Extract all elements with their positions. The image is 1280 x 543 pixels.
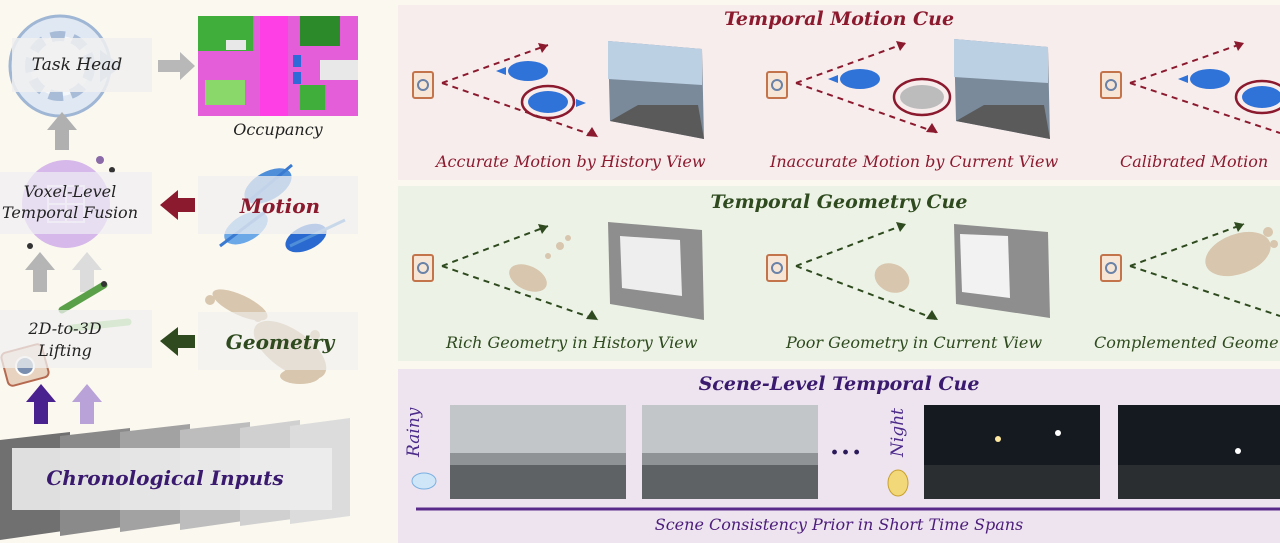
geometry-panel-title: Temporal Geometry Cue xyxy=(710,191,968,213)
scene-panel-title: Scene-Level Temporal Cue xyxy=(698,373,980,395)
geometry-label: Geometry xyxy=(225,330,335,354)
geometry-graphics xyxy=(441,222,1280,321)
camera-icon xyxy=(766,254,788,282)
night-photos xyxy=(924,405,1280,499)
camera-icon xyxy=(412,71,434,99)
task-head-box xyxy=(12,38,152,92)
night-label: Night xyxy=(888,408,908,457)
geometry-panel: Temporal Geometry Cue Rich Geometry in xyxy=(398,186,1280,361)
ellipsis-label: ... xyxy=(830,431,864,461)
inputs-box xyxy=(12,448,332,510)
inputs-label: Chronological Inputs xyxy=(46,466,284,490)
camera-icon xyxy=(412,254,434,282)
rainy-photos xyxy=(450,405,818,499)
scene-graphics xyxy=(411,405,1280,511)
rainy-label: Rainy xyxy=(404,407,424,457)
scene-panel: Scene-Level Temporal Cue Rainy Night ...… xyxy=(398,369,1280,543)
fusion-box xyxy=(0,172,152,234)
motion-caption-1: Accurate Motion by History View xyxy=(436,152,706,171)
point-clouds xyxy=(509,227,1278,293)
weather-icons xyxy=(411,469,909,497)
lifting-label: 2D-to-3D Lifting xyxy=(28,319,102,360)
geometry-caption-1: Rich Geometry in History View xyxy=(446,333,698,352)
lifting-box xyxy=(0,310,152,368)
occupancy-map xyxy=(198,16,358,116)
occupancy-label: Occupancy xyxy=(233,120,323,139)
camera-icon xyxy=(1100,254,1122,282)
pipeline-column: Task Head Occupancy Voxel-Level Temporal… xyxy=(0,0,398,543)
motion-caption-3: Calibrated Motion xyxy=(1120,152,1269,171)
geometry-caption-2: Poor Geometry in Current View xyxy=(786,333,1043,352)
geometry-caption-3: Complemented Geome xyxy=(1094,333,1279,352)
motion-caption-2: Inaccurate Motion by Current View xyxy=(770,152,1059,171)
motion-panel: Temporal Motion Cue xyxy=(398,5,1280,180)
camera-icon xyxy=(766,71,788,99)
motion-graphics xyxy=(441,39,1280,139)
fusion-label: Voxel-Level Temporal Fusion xyxy=(1,182,138,222)
truck-photos xyxy=(608,222,1050,320)
scene-footer: Scene Consistency Prior in Short Time Sp… xyxy=(654,515,1024,534)
street-photos xyxy=(608,39,1050,139)
camera-icon xyxy=(1100,71,1122,99)
motion-label: Motion xyxy=(239,194,321,218)
motion-blobs-row xyxy=(496,61,1280,120)
task-head-label: Task Head xyxy=(31,55,123,75)
motion-box xyxy=(198,176,358,234)
geometry-box xyxy=(198,312,358,370)
motion-panel-title: Temporal Motion Cue xyxy=(723,8,955,30)
